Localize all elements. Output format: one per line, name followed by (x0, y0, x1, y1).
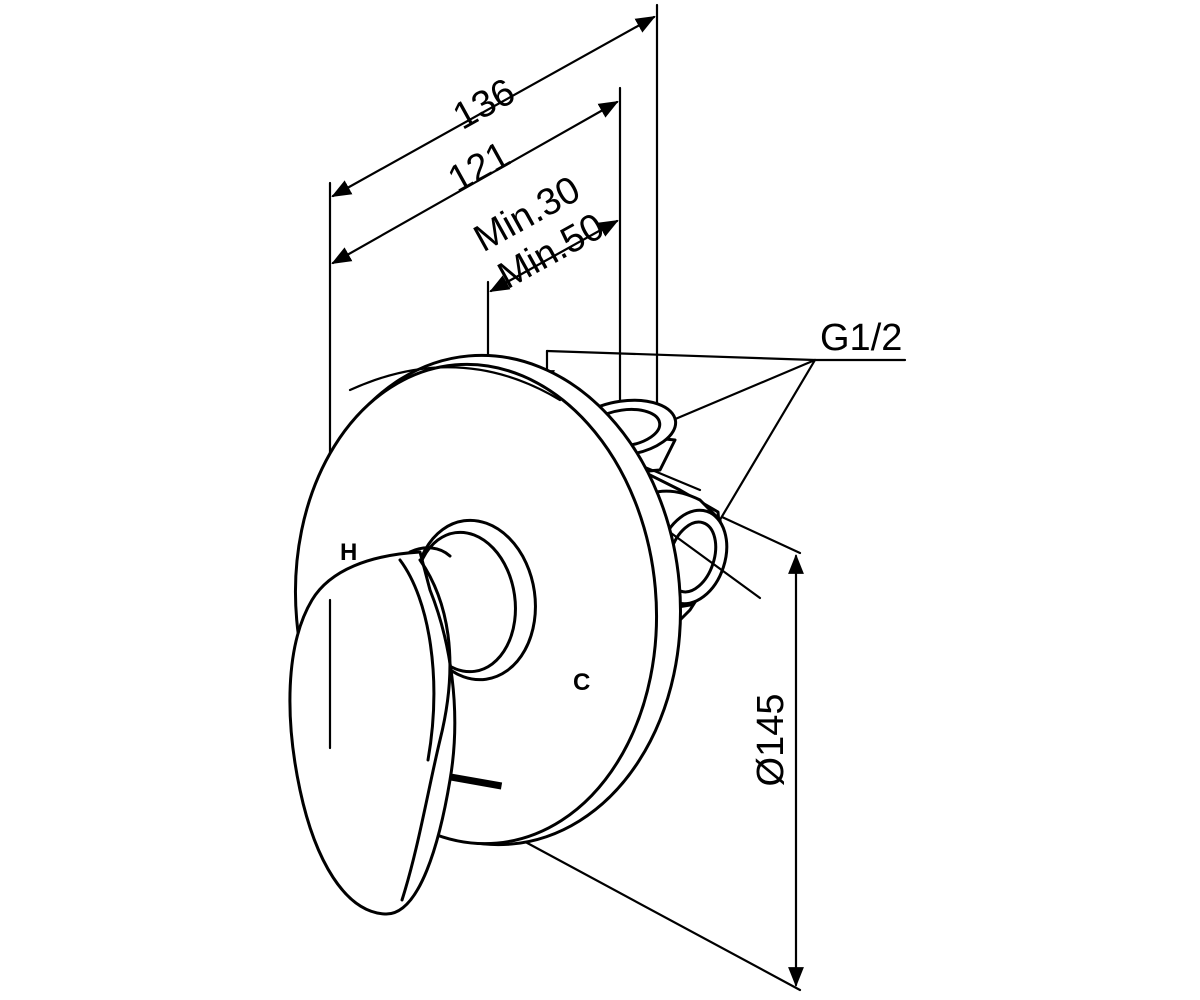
label-thread: G1/2 (820, 317, 902, 359)
label-121: 121 (441, 134, 517, 201)
lever-handle (288, 518, 537, 916)
plate-edge-highlight (348, 366, 562, 402)
ext-diameter-bottom (516, 836, 802, 992)
leader-top-outlet (652, 358, 817, 430)
lever-top (408, 546, 452, 558)
dim-line-min (489, 219, 619, 293)
leader-back (545, 349, 817, 362)
diameter-dimension: Ø145 (516, 515, 804, 992)
lever-blade (288, 550, 457, 916)
brand-logo (449, 773, 503, 790)
thread-leader: G1/2 (539, 317, 907, 547)
ext-diameter-top (720, 515, 802, 555)
side-outlet-axis (658, 523, 762, 600)
hot-mark: H (340, 539, 357, 566)
dimension-lines (331, 15, 656, 293)
lever-ridge-2 (398, 558, 436, 762)
lever-ridge (400, 558, 452, 902)
label-136: 136 (446, 71, 522, 138)
cold-mark: C (573, 669, 590, 696)
dim-line-121 (331, 100, 619, 265)
label-diameter: Ø145 (750, 694, 792, 787)
dimension-labels: 136 121 Min.30 Min.50 (441, 71, 611, 298)
leader-side-outlet (703, 358, 817, 547)
